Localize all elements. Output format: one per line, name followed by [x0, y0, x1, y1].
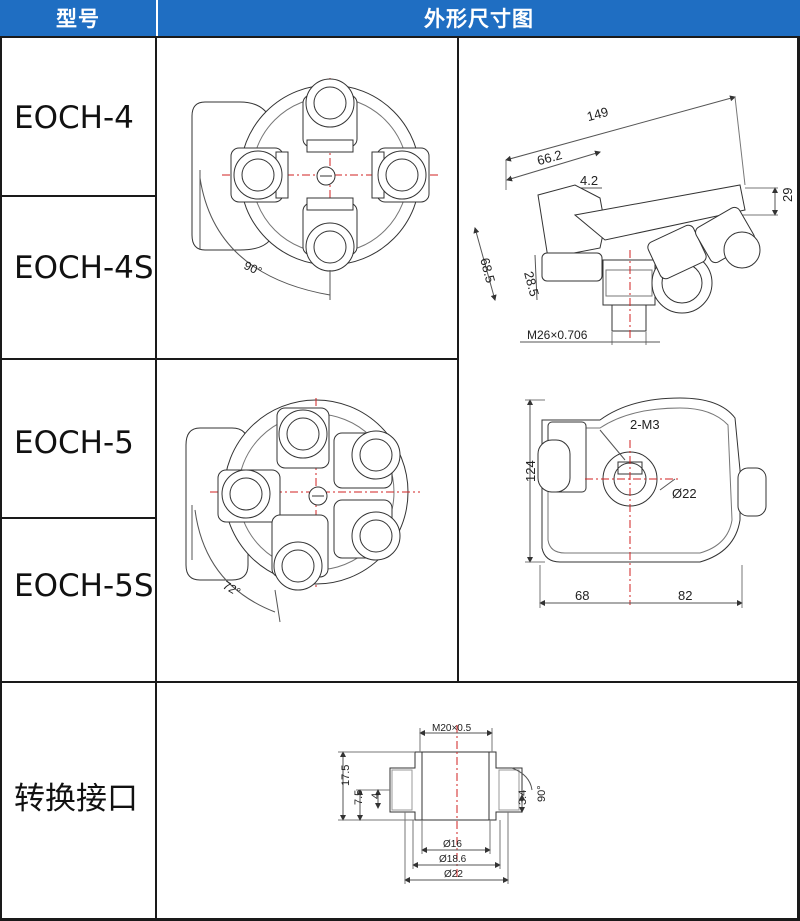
drawing-adapter-section — [338, 725, 533, 884]
dim-dia-16: Ø16 — [443, 839, 462, 850]
grid-row-2-3 — [0, 358, 459, 360]
model-eoch-5s: EOCH-5S — [14, 568, 154, 604]
dim-2-m3: 2-M3 — [630, 417, 660, 432]
dim-7-5: 7.5 — [353, 790, 365, 805]
grid-row-1-2 — [0, 195, 157, 197]
dim-m26: M26×0.706 — [527, 328, 588, 342]
dim-149: 149 — [585, 104, 610, 124]
dim-68: 68 — [575, 588, 589, 603]
dim-82: 82 — [678, 588, 692, 603]
grid-row-4-5 — [0, 681, 800, 683]
model-eoch-4: EOCH-4 — [14, 100, 134, 136]
grid-right — [797, 36, 800, 921]
drawing-eoch-5-top-view — [185, 398, 420, 623]
grid-col-divider — [155, 36, 157, 921]
dim-124: 124 — [523, 460, 538, 482]
grid-top — [0, 36, 800, 38]
dim-17-5: 17.5 — [340, 765, 352, 786]
dim-dia-22b: Ø22 — [444, 869, 463, 880]
dim-dia-22: Ø22 — [672, 486, 697, 501]
drawing-front-view — [525, 397, 767, 608]
dim-m20: M20×0.5 — [432, 723, 472, 734]
dim-angle-90: 90° — [242, 258, 265, 278]
dim-28-5: 28.5 — [521, 270, 542, 298]
header-drawing: 外形尺寸图 — [158, 0, 800, 36]
grid-bottom — [0, 918, 800, 921]
dim-68-5: 68.5 — [477, 256, 498, 284]
model-eoch-4s: EOCH-4S — [14, 250, 154, 286]
header-model-label: 型号 — [56, 7, 100, 31]
dim-29: 29 — [780, 188, 795, 202]
drawing-eoch-4-top-view — [191, 78, 438, 300]
dim-66-2: 66.2 — [535, 147, 563, 168]
grid-left — [0, 36, 2, 921]
model-eoch-5: EOCH-5 — [14, 425, 134, 461]
grid-row-3-4 — [0, 517, 157, 519]
dim-4: 4 — [370, 793, 382, 799]
model-adapter: 转换接口 — [14, 781, 138, 817]
header-drawing-label: 外形尺寸图 — [424, 7, 534, 31]
dim-4-2: 4.2 — [580, 173, 598, 188]
dim-angle-72: 72° — [220, 578, 243, 599]
drawing-side-view — [473, 95, 778, 345]
dim-angle-90b: 90° — [536, 785, 548, 802]
dim-dia-18-6: Ø18.6 — [439, 854, 467, 865]
header-model: 型号 — [0, 0, 156, 36]
dim-3-4: 3.4 — [517, 790, 529, 805]
